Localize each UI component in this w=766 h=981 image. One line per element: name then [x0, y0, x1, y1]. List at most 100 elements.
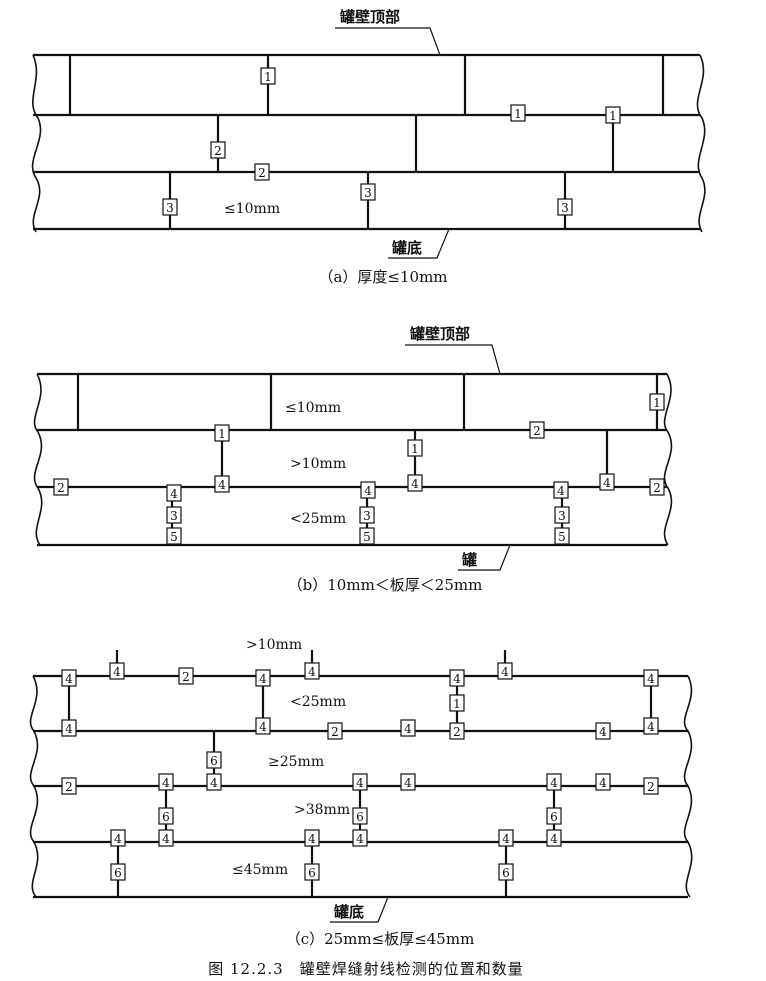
marker-number: 6: [114, 866, 122, 880]
panel-b-zone-label-2: >10mm: [290, 456, 346, 472]
inspection-marker: 4: [449, 669, 465, 687]
inspection-marker: 5: [554, 527, 570, 545]
inspection-marker: 3: [360, 183, 376, 201]
inspection-marker: 1: [407, 439, 423, 457]
inspection-marker: 2: [327, 722, 343, 740]
marker-number: 6: [210, 754, 218, 768]
inspection-marker: 2: [649, 478, 665, 496]
panel-c-zone-label-3: ≥25mm: [268, 754, 324, 770]
marker-box: [327, 722, 343, 740]
marker-number: 6: [502, 866, 510, 880]
marker-box: [557, 198, 573, 216]
marker-box: [407, 474, 423, 492]
marker-box: [61, 669, 77, 687]
inspection-marker: 4: [497, 662, 513, 680]
inspection-marker: 4: [553, 481, 569, 499]
inspection-marker: 2: [53, 478, 69, 496]
marker-number: 4: [647, 672, 655, 686]
marker-box: [449, 669, 465, 687]
marker-box: [359, 527, 375, 545]
marker-number: 6: [162, 810, 170, 824]
marker-box: [595, 722, 611, 740]
inspection-marker: 4: [546, 829, 562, 847]
marker-box: [304, 662, 320, 680]
inspection-marker: 4: [400, 773, 416, 791]
panel-c-zone-label-2: <25mm: [290, 694, 346, 710]
panel-b-bottom-label: 罐: [461, 551, 477, 569]
marker-number: 4: [259, 672, 267, 686]
marker-number: 2: [533, 424, 541, 438]
panel-b-zone-label-3: <25mm: [290, 511, 346, 527]
marker-number: 2: [182, 670, 190, 684]
marker-number: 4: [259, 720, 267, 734]
inspection-marker: 4: [546, 773, 562, 791]
marker-number: 1: [653, 396, 661, 410]
marker-number: 2: [65, 780, 73, 794]
marker-box: [449, 694, 465, 712]
marker-box: [53, 478, 69, 496]
marker-number: 5: [558, 530, 566, 544]
inspection-marker: 4: [206, 773, 222, 791]
marker-number: 1: [453, 697, 461, 711]
marker-box: [166, 484, 182, 502]
inspection-marker: 6: [158, 807, 174, 825]
marker-number: 4: [502, 832, 510, 846]
marker-box: [158, 773, 174, 791]
marker-number: 5: [170, 530, 178, 544]
inspection-marker: 3: [554, 506, 570, 524]
panel-b-left-edge: [33, 373, 43, 546]
panel-b-zone-label-1: ≤10mm: [285, 400, 341, 416]
inspection-marker: 2: [449, 722, 465, 740]
inspection-marker: 4: [255, 717, 271, 735]
marker-number: 1: [218, 427, 226, 441]
panel-c-zone-label-5: ≤45mm: [232, 862, 288, 878]
inspection-marker: 4: [352, 773, 368, 791]
marker-number: 3: [166, 201, 174, 215]
marker-number: 1: [514, 107, 522, 121]
marker-number: 4: [308, 665, 316, 679]
panel-b-top-label: 罐壁顶部: [409, 325, 470, 343]
inspection-marker: 5: [359, 527, 375, 545]
inspection-marker: 4: [61, 669, 77, 687]
inspection-marker: 2: [178, 667, 194, 685]
marker-number: 4: [114, 832, 122, 846]
marker-number: 4: [603, 476, 611, 490]
panel-c-caption: （c）25mm≤板厚≤45mm: [286, 930, 475, 948]
inspection-marker: 2: [61, 777, 77, 795]
marker-box: [360, 481, 376, 499]
marker-number: 3: [558, 509, 566, 523]
marker-box: [498, 829, 514, 847]
marker-box: [162, 198, 178, 216]
inspection-marker: 2: [643, 777, 659, 795]
marker-box: [510, 104, 526, 122]
marker-box: [649, 478, 665, 496]
inspection-marker: 2: [254, 163, 270, 181]
panel-b: 罐壁顶部 ≤10mm >10mm <25mm 罐 （b）10mm＜板厚＜25mm…: [33, 325, 673, 594]
inspection-marker: 5: [166, 527, 182, 545]
marker-box: [210, 141, 226, 159]
inspection-marker: 3: [162, 198, 178, 216]
inspection-marker: 6: [304, 863, 320, 881]
inspection-marker: 4: [61, 719, 77, 737]
marker-box: [61, 777, 77, 795]
marker-number: 4: [308, 832, 316, 846]
marker-box: [400, 773, 416, 791]
marker-number: 2: [258, 166, 266, 180]
inspection-marker: 4: [304, 829, 320, 847]
marker-box: [352, 829, 368, 847]
marker-box: [605, 106, 621, 124]
marker-box: [304, 863, 320, 881]
marker-box: [214, 424, 230, 442]
inspection-marker: 4: [643, 717, 659, 735]
marker-number: 4: [599, 776, 607, 790]
marker-box: [178, 667, 194, 685]
panel-a-top-label: 罐壁顶部: [339, 8, 400, 26]
marker-number: 3: [561, 201, 569, 215]
panel-b-top-leader: [405, 344, 501, 375]
marker-number: 4: [356, 832, 364, 846]
panel-a-bottom-leader: [388, 228, 450, 259]
marker-number: 4: [550, 832, 558, 846]
marker-number: 4: [65, 672, 73, 686]
